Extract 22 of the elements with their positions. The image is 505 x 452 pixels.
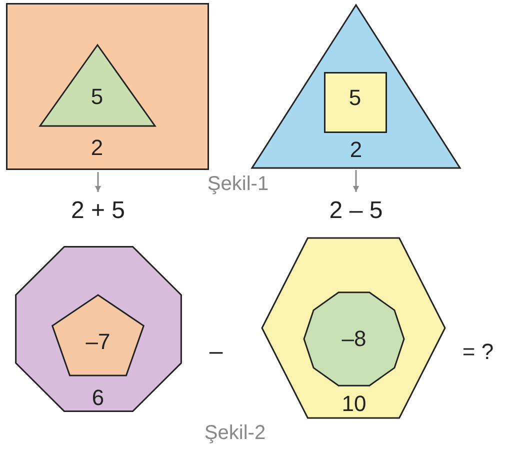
expression-text: 2 + 5 (70, 199, 126, 223)
number-label: –8 (342, 327, 366, 351)
number-label: –7 (86, 330, 110, 354)
hexagon-shape (262, 238, 445, 418)
figure-caption: Şekil-2 (204, 421, 266, 446)
expression-text: 2 – 5 (329, 199, 383, 223)
figure-caption: Şekil-1 (207, 172, 269, 197)
equals-question: = ? (462, 339, 494, 365)
square-shape (6, 3, 209, 170)
number-label: 2 (90, 136, 104, 160)
minus-sign: – (209, 339, 223, 365)
number-label: 10 (342, 392, 366, 416)
square-shape (324, 72, 387, 133)
triangle-shape (40, 45, 155, 126)
arrow (95, 172, 101, 192)
number-label: 5 (90, 85, 104, 109)
triangle-shape (252, 5, 460, 168)
number-label: 5 (348, 86, 362, 110)
arrow (353, 170, 359, 192)
number-label: 2 (350, 138, 362, 162)
decagon-shape (304, 290, 404, 388)
number-label: 6 (92, 386, 104, 410)
